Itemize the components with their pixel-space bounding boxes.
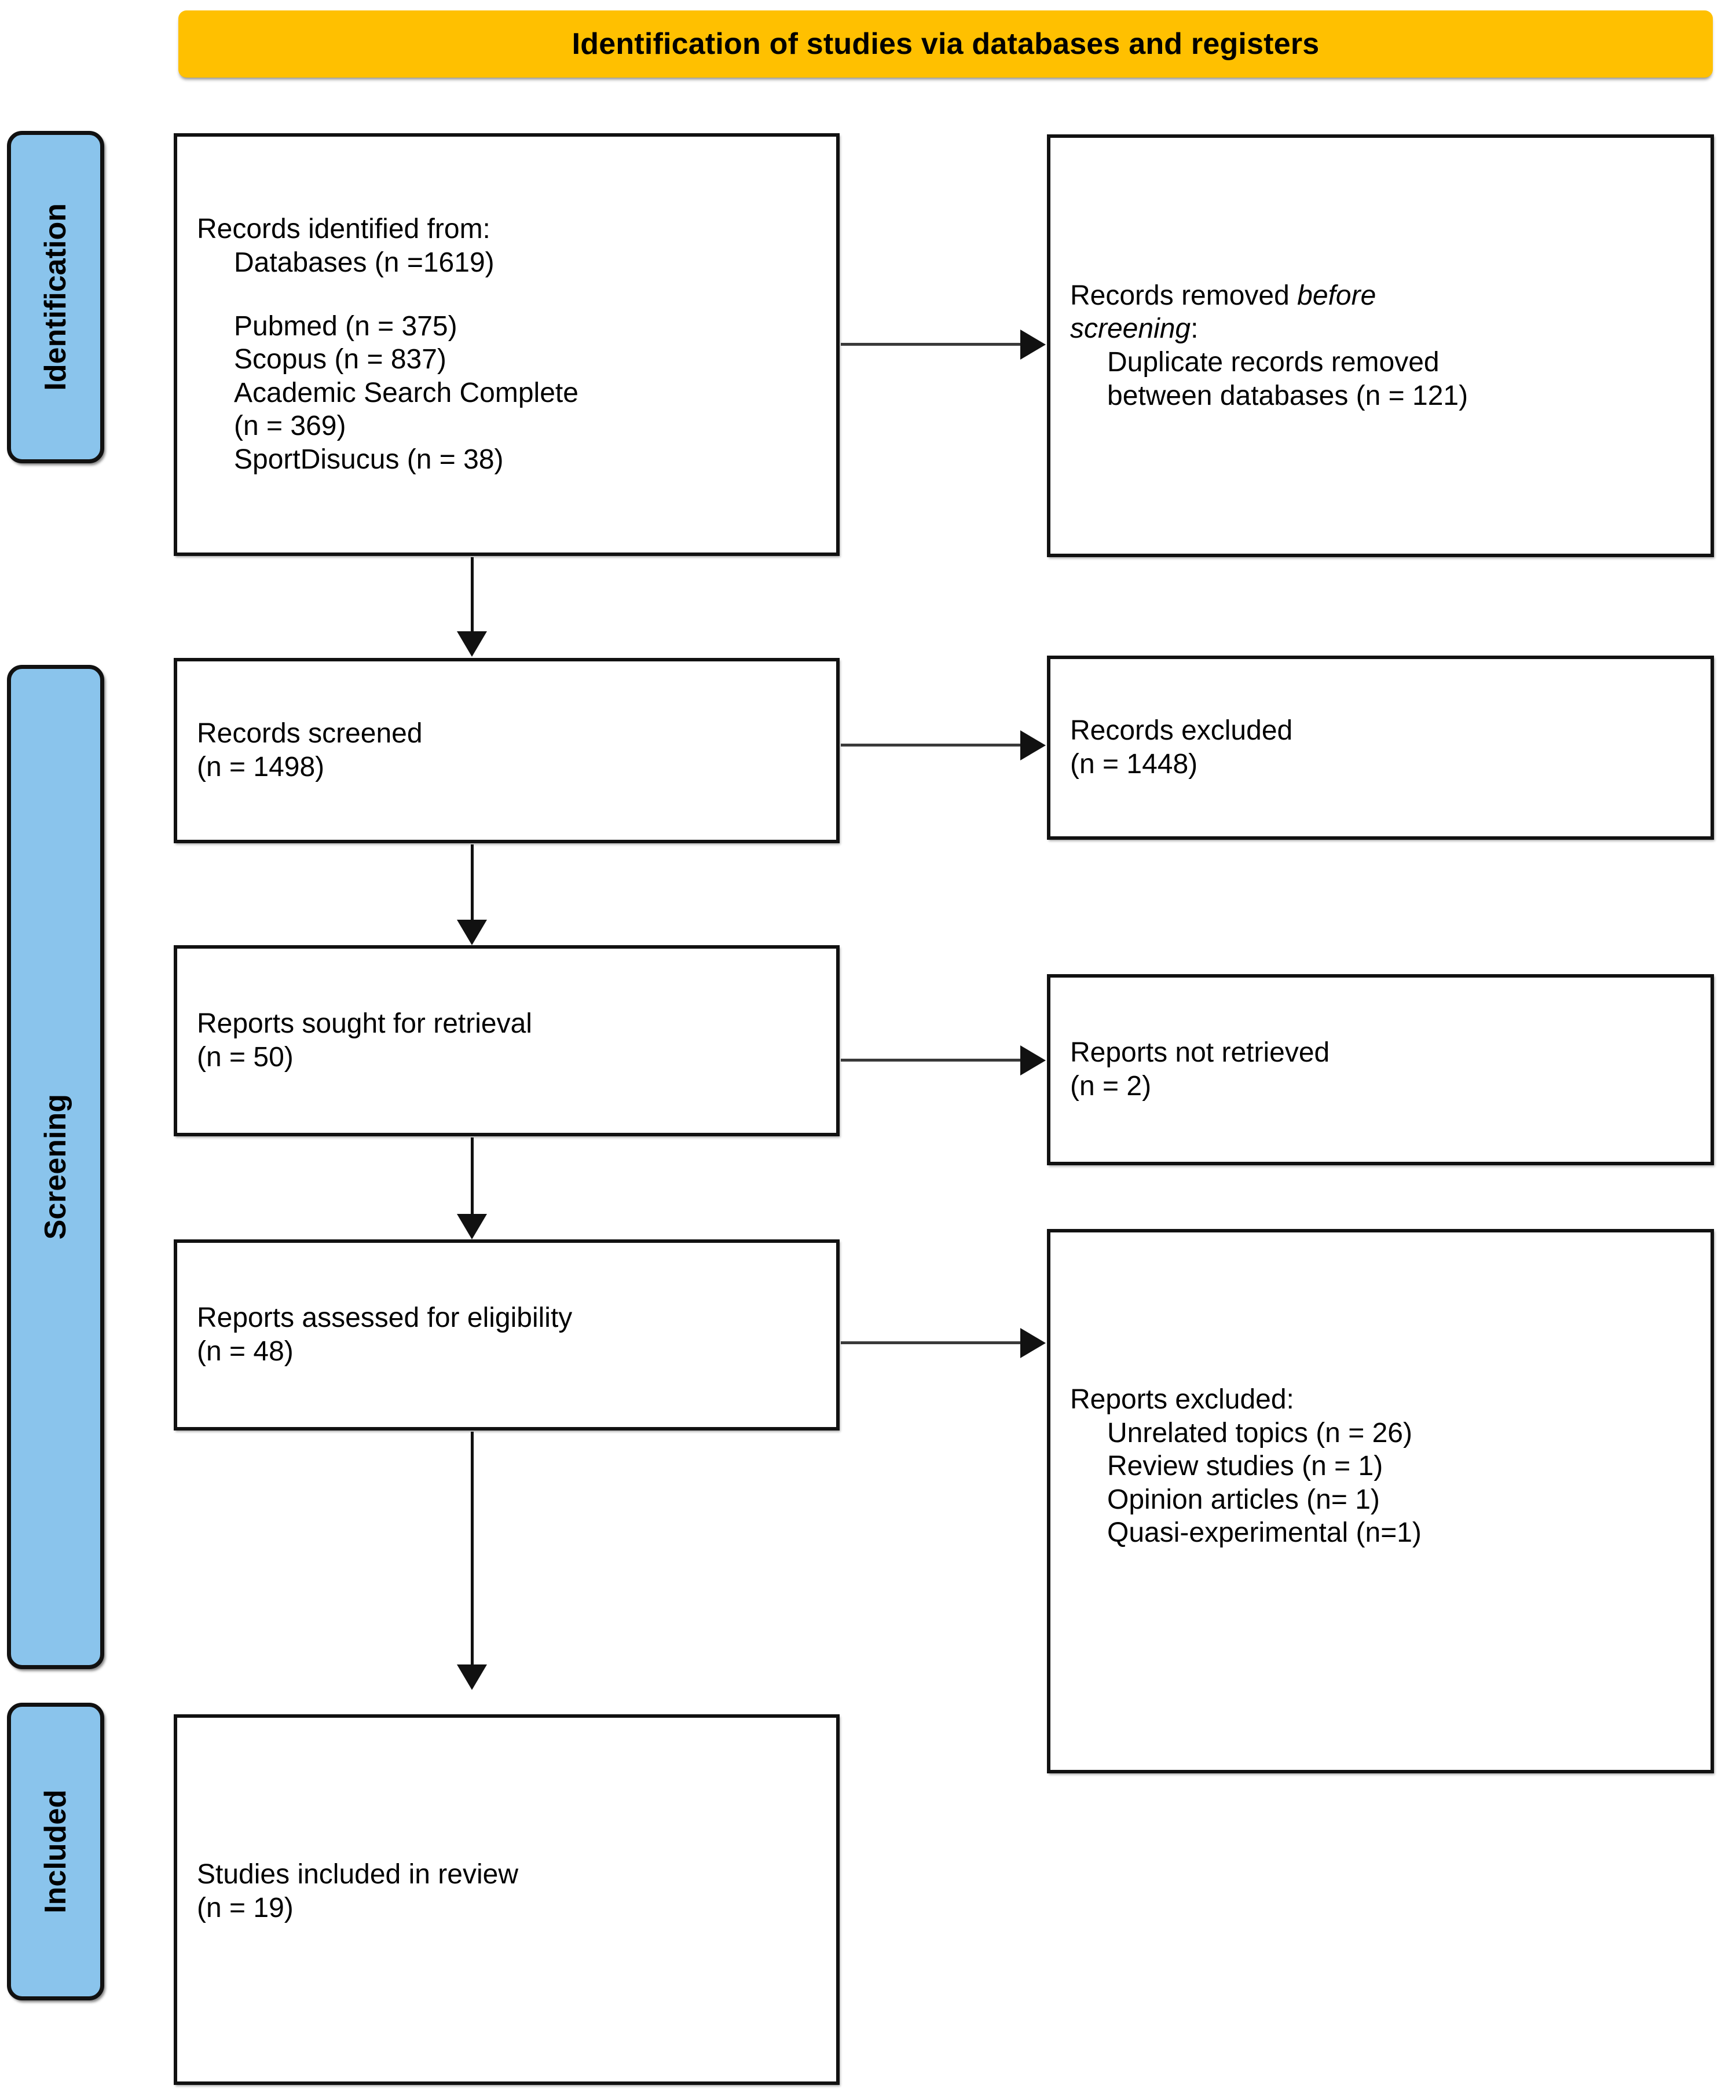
reports-sought-count: (n = 50) — [197, 1042, 294, 1073]
reports-excluded-review-studies: Review studies (n = 1) — [1107, 1451, 1383, 1482]
arrow-sought-to-not-retrieved-head — [1020, 1045, 1046, 1075]
arrow-identified-to-screened-head — [457, 631, 487, 657]
reports-excluded-quasi-experimental: Quasi-experimental (n=1) — [1107, 1517, 1422, 1549]
stage-label-screening-text: Screening — [39, 1094, 72, 1240]
records-excluded-label: Records excluded — [1070, 715, 1293, 747]
stage-label-identification-text: Identification — [39, 203, 72, 391]
records-identified-line-pubmed: Pubmed (n = 375) — [234, 310, 457, 342]
box-reports-excluded: Reports excluded: Unrelated topics (n = … — [1047, 1229, 1714, 1773]
stage-label-identification: Identification — [7, 131, 104, 463]
box-reports-not-retrieved: Reports not retrieved (n = 2) — [1047, 974, 1714, 1165]
arrow-sought-to-not-retrieved-line — [841, 1059, 1021, 1062]
records-identified-line-asc-count: (n = 369) — [234, 411, 346, 442]
arrow-identified-to-removed-head — [1020, 330, 1046, 360]
arrow-screened-to-sought-head — [457, 920, 487, 945]
studies-included-label: Studies included in review — [197, 1859, 518, 1890]
stage-label-screening: Screening — [7, 665, 104, 1669]
stage-label-included: Included — [7, 1703, 104, 2000]
studies-included-count: (n = 19) — [197, 1892, 294, 1923]
reports-assessed-label: Reports assessed for eligibility — [197, 1303, 573, 1334]
records-identified-line-2: Databases (n =1619) — [234, 247, 495, 279]
box-records-excluded: Records excluded (n = 1448) — [1047, 656, 1714, 840]
arrow-assessed-to-included-line — [471, 1432, 474, 1666]
arrow-identified-to-removed-line — [841, 343, 1021, 346]
reports-not-retrieved-count: (n = 2) — [1070, 1071, 1152, 1102]
arrow-assessed-to-reports-excluded-line — [841, 1341, 1021, 1344]
reports-excluded-opinion-articles: Opinion articles (n= 1) — [1107, 1484, 1380, 1515]
box-records-removed-before-screening: Records removed before screening: Duplic… — [1047, 134, 1714, 557]
records-removed-text-a: Records removed — [1070, 280, 1298, 311]
diagram-header-banner: Identification of studies via databases … — [178, 10, 1713, 78]
arrow-assessed-to-included-head — [457, 1664, 487, 1690]
arrow-assessed-to-reports-excluded-head — [1020, 1328, 1046, 1358]
box-studies-included-in-review: Studies included in review (n = 19) — [174, 1714, 840, 2085]
records-removed-line-3: Duplicate records removed — [1107, 347, 1440, 378]
records-identified-line-asc: Academic Search Complete — [234, 377, 578, 408]
records-removed-text-before: before — [1297, 280, 1376, 311]
records-screened-label: Records screened — [197, 718, 423, 749]
records-identified-spacer — [197, 280, 816, 310]
box-reports-assessed-for-eligibility: Reports assessed for eligibility (n = 48… — [174, 1239, 840, 1431]
arrow-screened-to-sought-line — [471, 844, 474, 921]
box-reports-sought-for-retrieval: Reports sought for retrieval (n = 50) — [174, 945, 840, 1136]
records-identified-line-scopus: Scopus (n = 837) — [234, 344, 446, 375]
records-removed-text-colon: : — [1191, 313, 1199, 345]
reports-excluded-heading: Reports excluded: — [1070, 1384, 1294, 1415]
records-identified-line-1: Records identified from: — [197, 214, 490, 245]
records-removed-text-screening: screening — [1070, 313, 1191, 345]
arrow-sought-to-assessed-line — [471, 1137, 474, 1215]
records-excluded-count: (n = 1448) — [1070, 749, 1198, 780]
records-removed-line-4: between databases (n = 121) — [1107, 380, 1468, 411]
records-screened-count: (n = 1498) — [197, 752, 325, 782]
records-removed-line-1: Records removed before — [1070, 279, 1691, 313]
stage-label-included-text: Included — [39, 1790, 72, 1914]
arrow-screened-to-excluded-line — [841, 744, 1021, 747]
reports-sought-label: Reports sought for retrieval — [197, 1008, 532, 1040]
arrow-screened-to-excluded-head — [1020, 730, 1046, 760]
reports-excluded-unrelated-topics: Unrelated topics (n = 26) — [1107, 1417, 1412, 1448]
records-identified-line-sportdiscus: SportDisucus (n = 38) — [234, 444, 504, 475]
arrow-sought-to-assessed-head — [457, 1214, 487, 1239]
diagram-title: Identification of studies via databases … — [572, 27, 1320, 61]
box-records-screened: Records screened (n = 1498) — [174, 658, 840, 843]
reports-not-retrieved-label: Reports not retrieved — [1070, 1037, 1330, 1069]
reports-assessed-count: (n = 48) — [197, 1336, 294, 1367]
records-removed-line-2: screening: — [1070, 312, 1691, 346]
box-records-identified: Records identified from: Databases (n =1… — [174, 133, 840, 556]
arrow-identified-to-screened-line — [471, 557, 474, 632]
